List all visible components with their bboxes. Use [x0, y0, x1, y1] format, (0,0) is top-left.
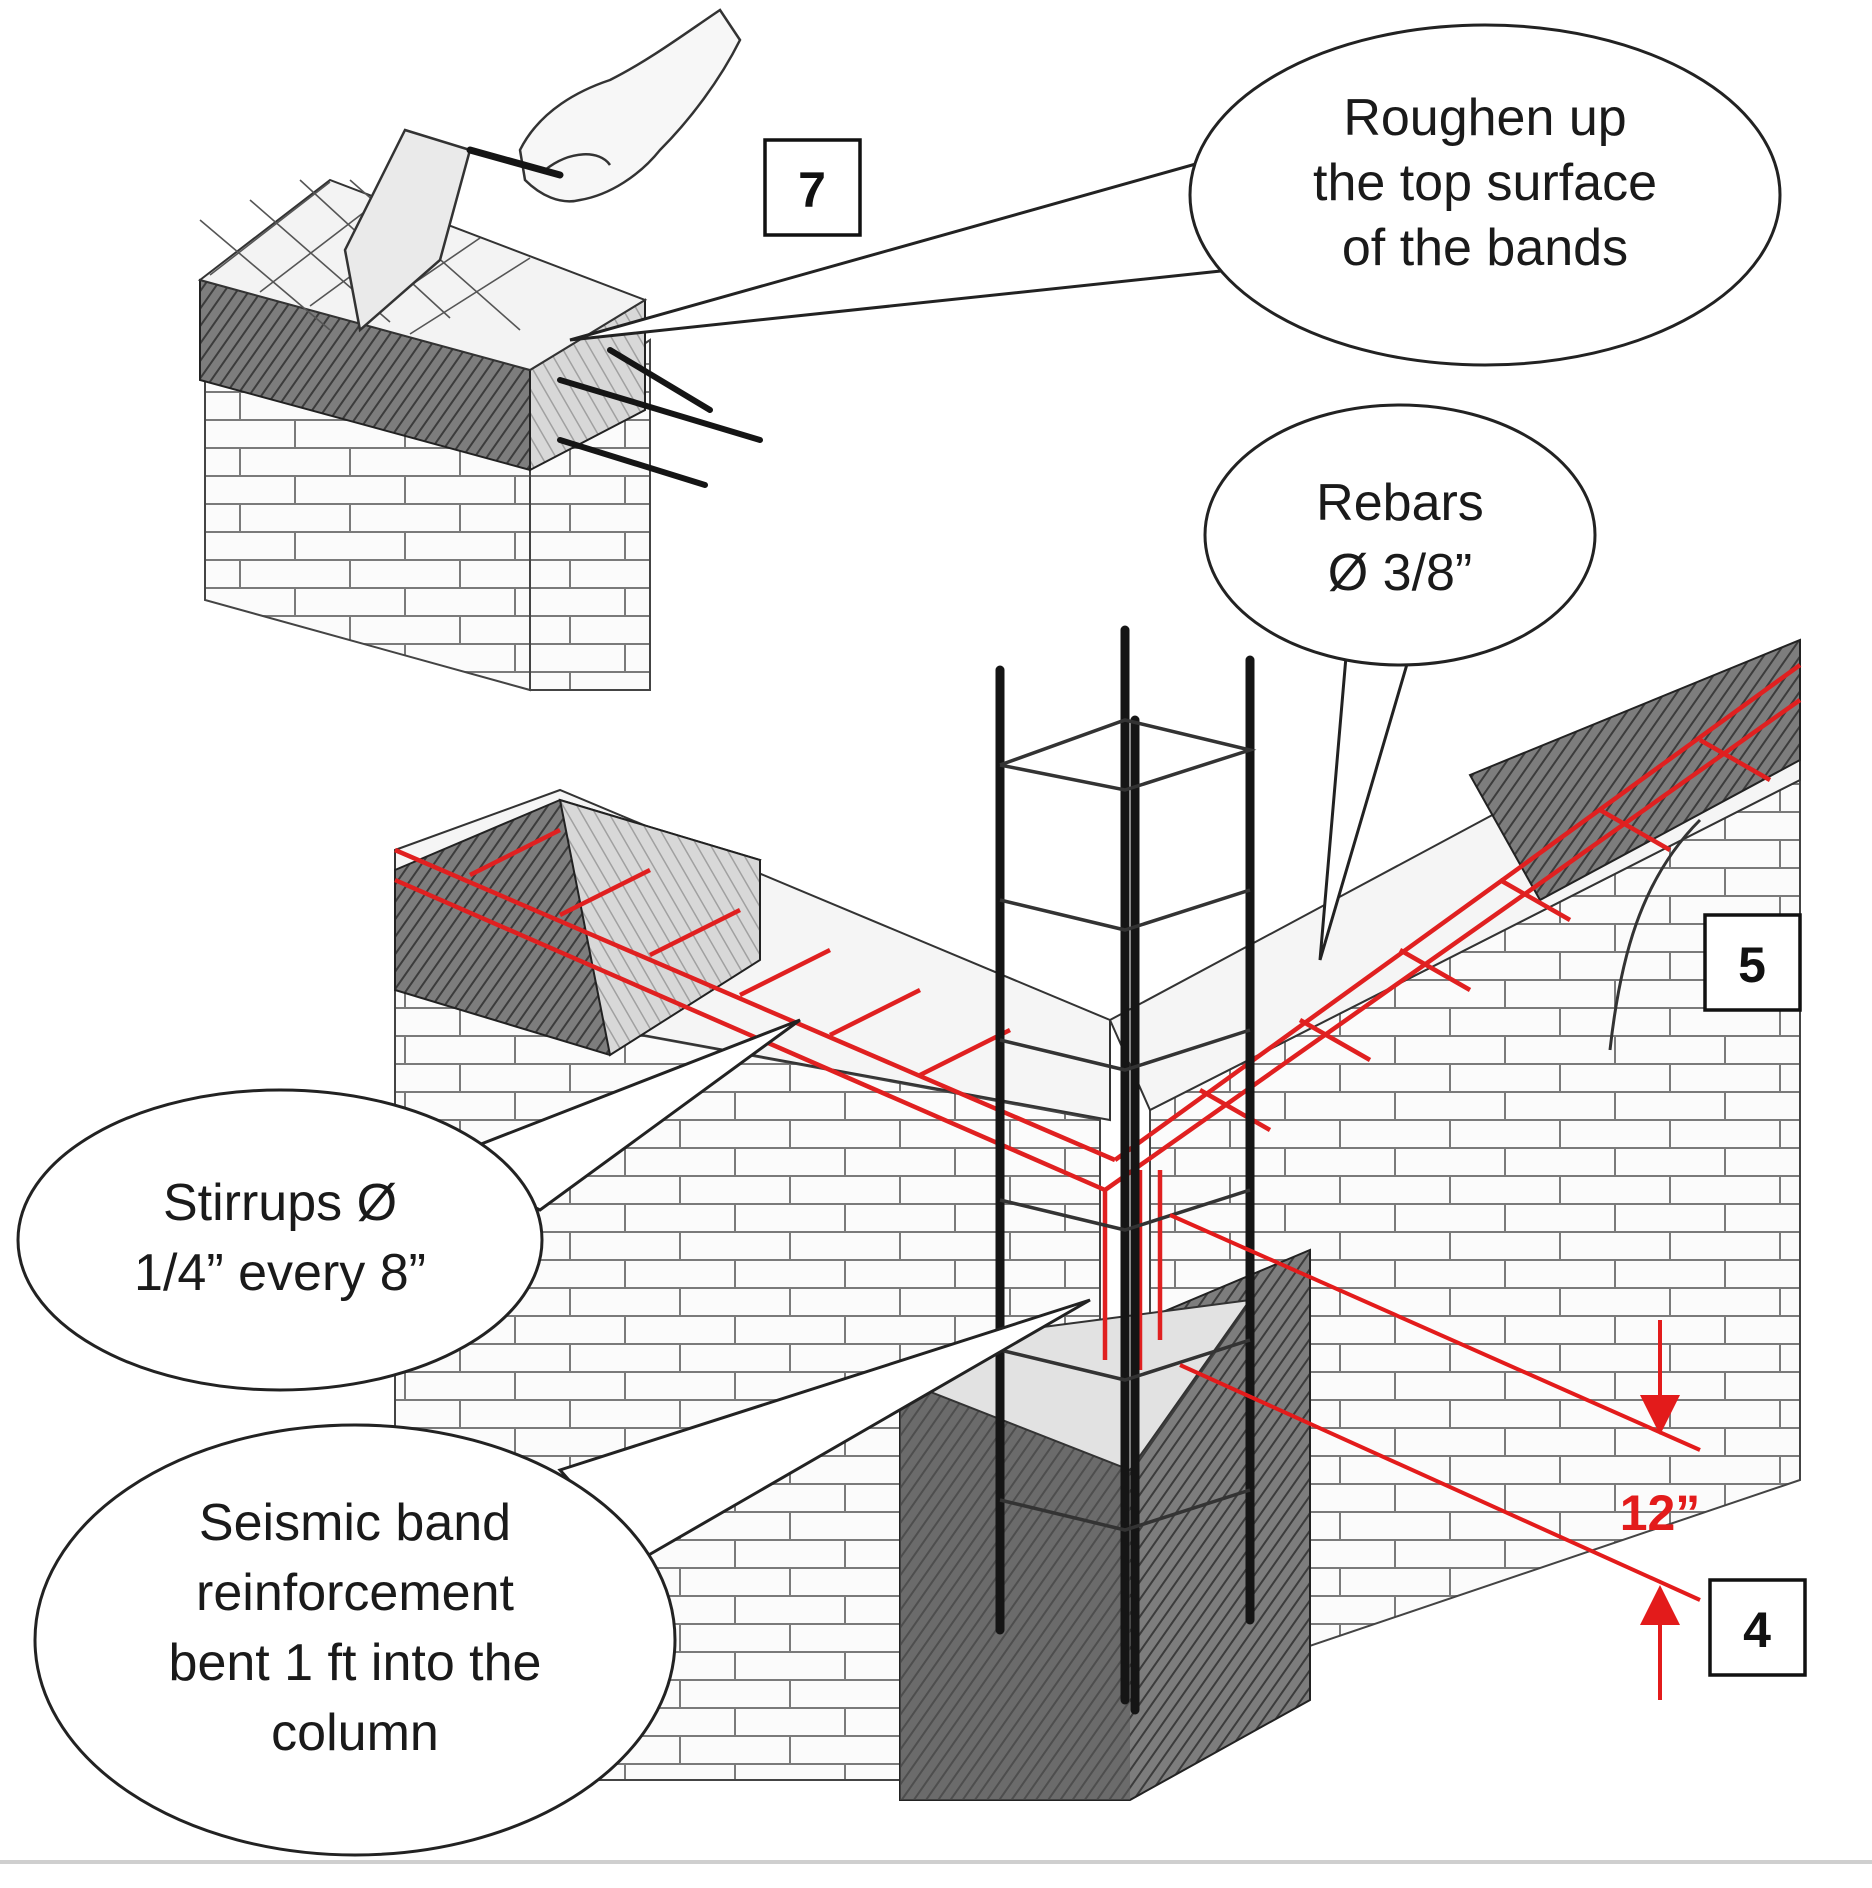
- dimension-lines: [1169, 1213, 1701, 1700]
- seismic-band-reinforcement: [394, 663, 1802, 1370]
- roughen-line-3: of the bands: [1342, 219, 1628, 277]
- svg-text:reinforcement: reinforcement: [196, 1564, 514, 1622]
- svg-text:12”: 12”: [1620, 1485, 1701, 1541]
- dimension-12-inch: 12”: [1620, 1485, 1701, 1541]
- step-5-box: 5: [1703, 913, 1802, 1012]
- callout-rebars: Rebars Ø 3/8”: [1203, 403, 1597, 961]
- svg-text:Rebars: Rebars: [1316, 474, 1484, 532]
- svg-text:Ø 3/8”: Ø 3/8”: [1328, 544, 1473, 602]
- step-7-label: 7: [798, 162, 826, 218]
- seismic-line-3: bent 1 ft into the: [169, 1634, 542, 1692]
- seismic-line-2: reinforcement: [196, 1564, 514, 1622]
- svg-text:Seismic band: Seismic band: [199, 1494, 511, 1552]
- step-4-label: 4: [1743, 1602, 1771, 1658]
- svg-text:Stirrups Ø: Stirrups Ø: [163, 1174, 397, 1232]
- step-5-label: 5: [1738, 937, 1766, 993]
- callout-roughen: Roughen up the top surface of the bands: [569, 23, 1782, 367]
- roughen-line-2: the top surface: [1313, 154, 1657, 212]
- column-rebars: [995, 625, 1255, 1715]
- seismic-line-4: column: [271, 1704, 439, 1762]
- rebars-line-2: Ø 3/8”: [1328, 544, 1473, 602]
- callout-stirrups: Stirrups Ø 1/4” every 8”: [16, 1018, 801, 1392]
- right-formwork: [1468, 638, 1801, 902]
- hand-with-trowel-icon: [518, 8, 742, 203]
- rebar-ends-top: [557, 347, 763, 488]
- trowel: [343, 128, 472, 333]
- wall-detail-top: [197, 8, 763, 692]
- seismic-line-1: Seismic band: [199, 1494, 511, 1552]
- svg-text:4: 4: [1743, 1602, 1771, 1658]
- svg-text:column: column: [271, 1704, 439, 1762]
- svg-text:of the bands: of the bands: [1342, 219, 1628, 277]
- stirrups-line-1: Stirrups Ø: [163, 1174, 397, 1232]
- roughen-line-1: Roughen up: [1343, 89, 1626, 147]
- step-4-box: 4: [1708, 1578, 1807, 1677]
- svg-text:Roughen up: Roughen up: [1343, 89, 1626, 147]
- column-stirrups: [999, 718, 1257, 1532]
- stirrups-line-2: 1/4” every 8”: [134, 1244, 426, 1302]
- callout-seismic: Seismic band reinforcement bent 1 ft int…: [33, 1298, 1091, 1857]
- svg-text:bent 1 ft into the: bent 1 ft into the: [169, 1634, 542, 1692]
- svg-text:1/4” every 8”: 1/4” every 8”: [134, 1244, 426, 1302]
- svg-text:5: 5: [1738, 937, 1766, 993]
- svg-text:the top surface: the top surface: [1313, 154, 1657, 212]
- svg-text:7: 7: [798, 162, 826, 218]
- rebars-line-1: Rebars: [1316, 474, 1484, 532]
- step-7-box: 7: [763, 138, 862, 237]
